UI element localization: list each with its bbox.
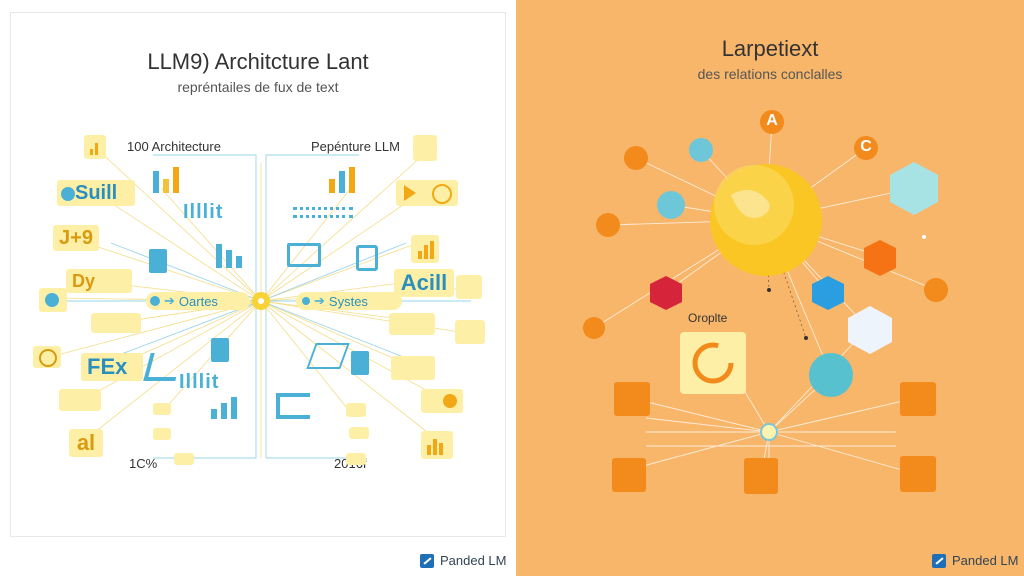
dotted-divider (293, 207, 353, 214)
bracket-icon (276, 393, 310, 419)
bar-chart-icon (211, 393, 251, 419)
small-tag-icon (349, 427, 369, 439)
phone-icon (356, 245, 378, 271)
tile-illlit-2: Illlit (179, 371, 220, 393)
label-bottom-left: 1C% (129, 456, 158, 471)
document-icon (744, 458, 778, 494)
link-icon (614, 382, 650, 416)
right-footer-text: Panded LM (952, 553, 1019, 568)
hexagon-node (890, 162, 938, 215)
right-title: Larpetiext (721, 36, 819, 61)
letter-c-label: C (860, 138, 872, 155)
white-cube-node (848, 306, 892, 354)
chart-icon (153, 163, 193, 193)
left-panel: LLM9) Architcture Lant repréntailes de f… (0, 0, 516, 576)
tile-acill: Acill (394, 269, 454, 297)
node-oartes: ➔ Oartes (146, 292, 250, 310)
logo-icon (420, 553, 434, 568)
tile-illlit-1: Illlit (183, 201, 224, 223)
document-icon (211, 338, 229, 362)
letter-a-node (760, 110, 784, 134)
media-icon (396, 180, 458, 206)
blue-cube-node (812, 276, 844, 310)
envelope-icon (455, 320, 485, 344)
letter-c-node (854, 136, 878, 160)
right-connection-lines (583, 110, 948, 494)
folder-icon (287, 243, 321, 267)
molecule-icon (624, 146, 648, 170)
letter-a-label: A (766, 112, 778, 129)
teal-sphere-node (689, 138, 713, 162)
dotted-divider (293, 215, 353, 222)
document-icon (351, 351, 369, 375)
label-top-right: Pepénture LLM (311, 139, 400, 154)
bottom-hub (760, 423, 778, 441)
teal-sphere-node (809, 353, 853, 397)
chart-icon (924, 278, 948, 302)
left-footer-text: Panded LM (440, 553, 507, 568)
logo-icon (932, 553, 946, 568)
document-icon (612, 458, 646, 492)
tile-al: al (69, 429, 103, 457)
dot-icon (302, 297, 310, 305)
right-footer-brand: Panded LM (932, 553, 1019, 568)
orange-cube-node (864, 240, 896, 276)
left-diagram-frame: LLM9) Architcture Lant repréntailes de f… (10, 12, 506, 537)
chart-icon (329, 163, 369, 193)
left-subtitle: repréntailes de fux de text (177, 79, 339, 95)
circle-icon (61, 186, 75, 201)
link-icon (59, 389, 101, 411)
bar-chart-icon (411, 235, 439, 263)
arrow-icon: ➔ (314, 293, 325, 308)
tile-suill-label: Suill (75, 182, 118, 204)
globe-icon (33, 346, 61, 368)
small-tag-icon (346, 403, 366, 417)
small-tag-icon (174, 453, 194, 465)
arrow-icon: ➔ (164, 293, 175, 308)
node-systes-label: Systes (328, 293, 368, 309)
small-tag-icon (153, 403, 171, 415)
toggle-icon (421, 389, 463, 413)
right-subtitle: des relations conclalles (697, 66, 843, 82)
bar-chart-icon (84, 135, 106, 159)
line-chart-icon (900, 456, 936, 492)
bar-chart-icon (216, 240, 256, 268)
graph-label: Oroplte (688, 311, 728, 325)
document-icon (149, 249, 167, 273)
bar-chart-icon (421, 431, 453, 459)
small-tag-icon (346, 453, 366, 465)
graph-panel (680, 332, 746, 394)
teal-sphere-node (657, 191, 685, 219)
tile-fex: FEx (81, 353, 143, 381)
dot-icon (150, 296, 160, 306)
list-icon (389, 313, 435, 335)
link-icon (900, 382, 936, 416)
tile-suill: Suill (57, 180, 135, 206)
link-icon (391, 356, 435, 380)
horseshoe-icon (456, 275, 482, 299)
molecule-icon (583, 317, 605, 339)
label-top-left: 100 Architecture (127, 139, 221, 154)
node-systes: ➔ Systes (296, 292, 402, 310)
document-icon (91, 313, 141, 333)
circle-icon (39, 288, 67, 312)
left-footer-brand: Panded LM (420, 553, 507, 568)
tile-j9: J+9 (53, 225, 99, 251)
small-tag-icon (153, 428, 171, 440)
left-title: LLM9) Architcture Lant (147, 49, 369, 74)
right-panel: Larpetiext des relations conclalles A C … (516, 0, 1024, 576)
molecule-icon (596, 213, 620, 237)
list-icon (413, 135, 437, 161)
node-oartes-label: Oartes (178, 293, 218, 309)
tile-dy: Dy (66, 269, 132, 293)
red-cube-node (650, 276, 682, 310)
